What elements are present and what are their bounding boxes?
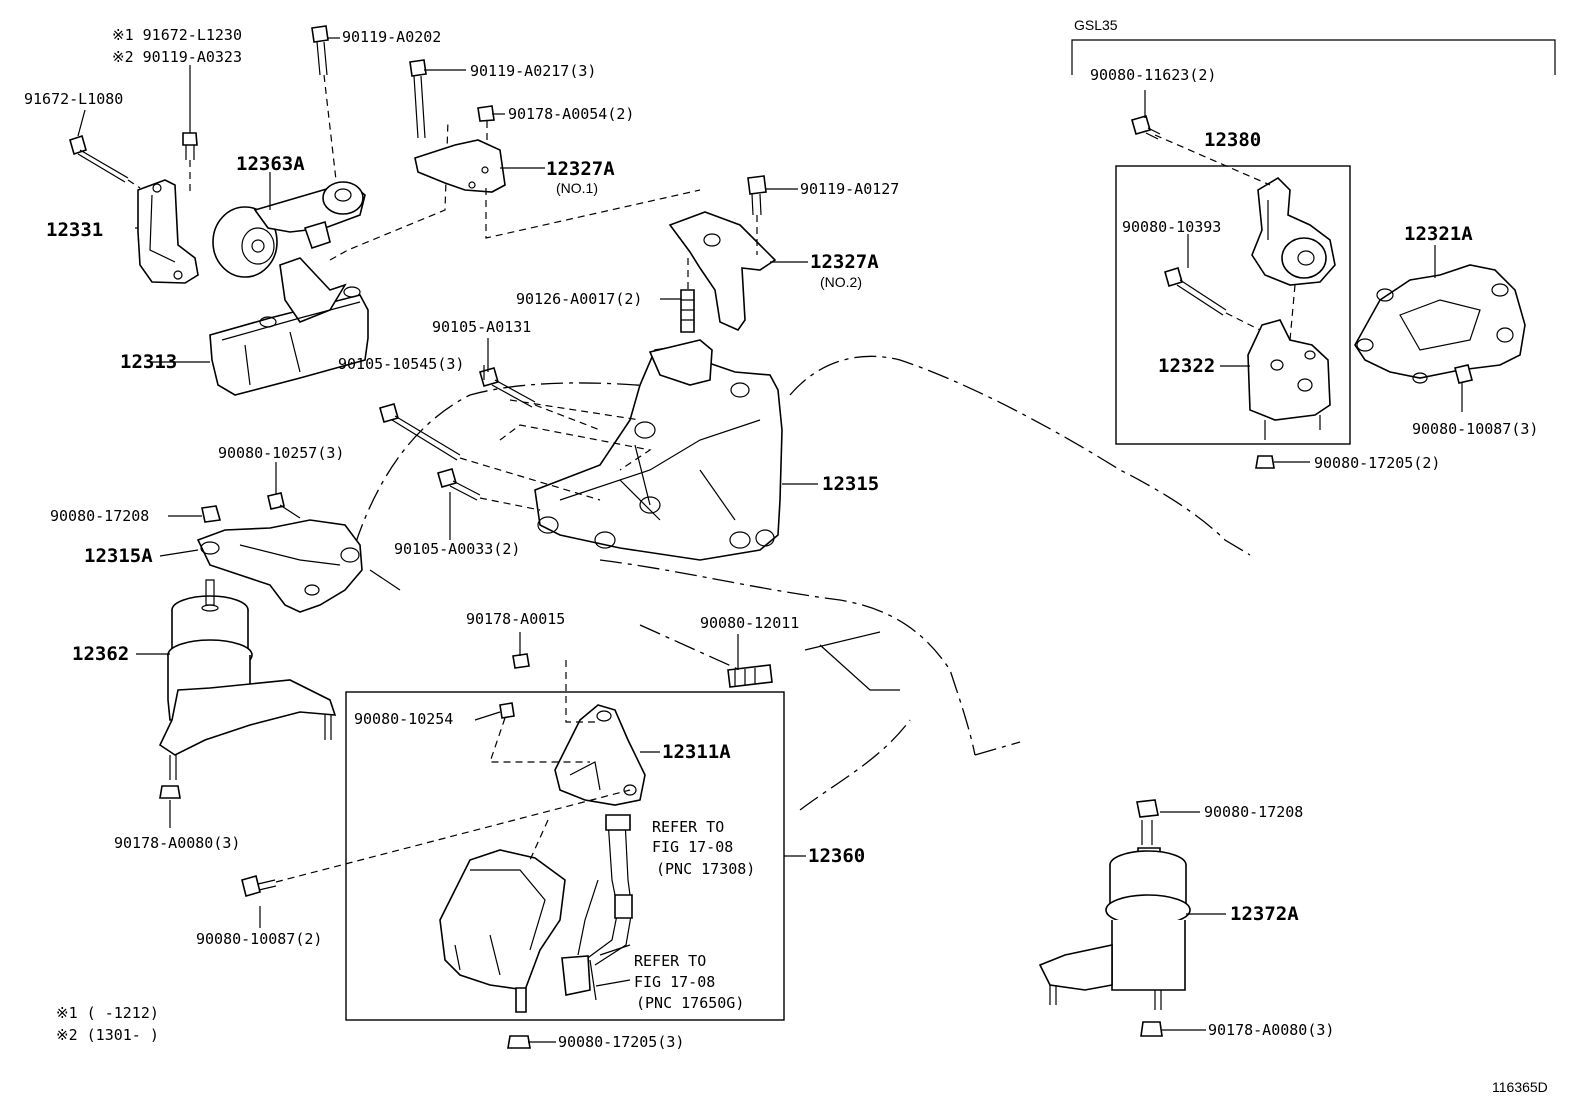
label-90080-17205-right: 90080-17205(2) [1314,454,1440,472]
footnote-1: ※1 ( -1212) [56,1004,159,1022]
footnote-2: ※2 (1301- ) [56,1026,159,1044]
label-90080-10254: 90080-10254 [354,710,453,728]
label-90126-A0017: 90126-A0017(2) [516,290,642,308]
mount-12372A [1038,799,1191,1037]
label-12322: 12322 [1158,355,1215,377]
label-12360: 12360 [808,845,865,867]
bracket-12315A [196,492,363,613]
label-12327A-no2: 12327A [810,251,879,273]
label-90119-A0217: 90119-A0217(3) [470,62,596,80]
label-no1: (NO.1) [556,180,598,196]
label-12363A: 12363A [236,153,305,175]
label-12380: 12380 [1204,129,1261,151]
label-gsl35: GSL35 [1074,17,1118,33]
bracket-12313 [209,119,449,396]
diagram-id: 116365D [1492,1079,1548,1095]
label-90080-10393: 90080-10393 [1122,218,1221,236]
label-90080-10087-right: 90080-10087(3) [1412,420,1538,438]
label-90178-A0080-right: 90178-A0080(3) [1208,1021,1334,1039]
label-90119-A0202: 90119-A0202 [342,28,441,46]
bracket-12321A [1354,264,1526,412]
ref1-line2: FIG 17-08 [652,838,733,856]
label-90105-A0131: 90105-A0131 [432,318,531,336]
label-90080-10087-left: 90080-10087(2) [196,930,322,948]
note1-top-label: ※1 91672-L1230 [112,26,242,44]
note2-top-label: ※2 90119-A0323 [112,48,242,66]
label-90080-11623: 90080-11623(2) [1090,66,1216,84]
label-90178-A0015: 90178-A0015 [466,610,565,628]
label-12315: 12315 [822,473,879,495]
label-12311A: 12311A [662,741,731,763]
leader-lines [77,37,1436,1043]
engine-outline [354,355,1251,811]
label-91672-L1080: 91672-L1080 [24,90,123,108]
label-12362: 12362 [72,643,129,665]
bracket-12315 [534,339,783,561]
label-12321A: 12321A [1404,223,1473,245]
ref2-line2: FIG 17-08 [634,973,715,991]
bracket-12331 [137,179,199,284]
group-12360 [345,653,785,1021]
label-12313: 12313 [120,351,177,373]
label-90178-A0080-left: 90178-A0080(3) [114,834,240,852]
label-90080-17208-left: 90080-17208 [50,507,149,525]
label-12331: 12331 [46,219,103,241]
bolt-90119-A0202 [311,25,337,181]
bolt-91672-L1230 [182,132,198,195]
label-90105-A0033: 90105-A0033(2) [394,540,520,558]
bracket-12327A-no2 [668,175,777,333]
label-90178-A0054: 90178-A0054(2) [508,105,634,123]
label-no2: (NO.2) [820,274,862,290]
ref2-line3: (PNC 17650G) [636,994,744,1012]
group-gsl35 [1071,39,1556,469]
bracket-12327A-no1 [409,59,701,239]
ref1-line3: (PNC 17308) [656,860,755,878]
label-90080-10257: 90080-10257(3) [218,444,344,462]
mount-12362 [158,579,337,799]
part-labels: ※1 91672-L1230 ※2 90119-A0323 91672-L108… [24,17,1548,1095]
ref1-line1: REFER TO [652,818,724,836]
label-90080-12011: 90080-12011 [700,614,799,632]
bolt-90080-10087-left [241,789,631,897]
ref2-line1: REFER TO [634,952,706,970]
label-90080-17208-right: 90080-17208 [1204,803,1303,821]
nut-90080-17205-bottom [507,1035,531,1049]
label-12372A: 12372A [1230,903,1299,925]
mount-12363A [212,181,366,278]
label-90105-10545: 90105-10545(3) [338,355,464,373]
bolt-91672-L1080 [69,134,141,189]
label-90119-A0127: 90119-A0127 [800,180,899,198]
label-12327A-no1: 12327A [546,158,615,180]
label-12315A: 12315A [84,545,153,567]
label-90080-17205-bottom: 90080-17205(3) [558,1033,684,1051]
